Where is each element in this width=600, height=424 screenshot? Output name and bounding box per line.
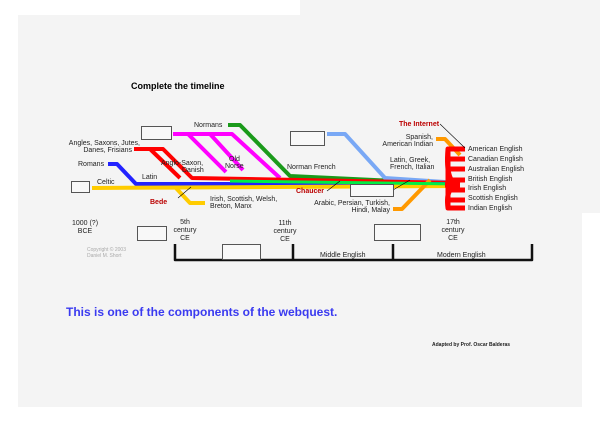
time-line: 1000 (?) — [71, 220, 99, 227]
label-bede: Bede — [150, 199, 168, 206]
webquest-note: This is one of the components of the web… — [66, 305, 338, 319]
internet-pointer — [439, 123, 466, 149]
label-norman-french: Norman French — [287, 164, 336, 171]
blank-box[interactable] — [137, 226, 167, 241]
label-breton: Breton, Manx — [210, 203, 252, 210]
box-pointer — [392, 179, 411, 191]
label-angles: Angles, Saxons, Jutes, — [68, 140, 140, 147]
anglo-saxon-line — [134, 147, 461, 185]
time-line: 11th — [278, 220, 292, 227]
label-celtic: Celtic — [97, 179, 115, 186]
label-irish: Irish, Scottish, Welsh, — [210, 196, 278, 203]
period-modern-english: Modern English — [437, 252, 486, 259]
bede-pointer — [177, 186, 192, 199]
copyright-line: Daniel M. Short — [87, 253, 122, 259]
time-1000bce: 1000 (?)BCE — [68, 220, 102, 236]
label-anglo-saxon: Anglo-Saxon, — [161, 160, 204, 167]
diagram-title: Complete the timeline — [131, 81, 225, 91]
norse-line — [173, 132, 282, 180]
time-line: century — [441, 227, 465, 234]
label-normans: Normans — [194, 122, 223, 129]
romans-line — [108, 162, 460, 186]
label-norse: Norse — [225, 163, 244, 170]
label-spanish: Spanish, — [405, 134, 433, 141]
label-arabic: Arabic, Persian, Turkish, — [314, 200, 390, 207]
label-danish: Danish — [182, 167, 204, 174]
merged-trunk — [229, 179, 461, 186]
blank-box[interactable] — [71, 181, 90, 193]
time-line: 17th — [446, 219, 460, 226]
english-variety: Canadian English — [468, 156, 523, 163]
blank-box[interactable] — [141, 126, 172, 140]
period-middle-english: Middle English — [320, 252, 366, 259]
arabic-line — [393, 178, 432, 211]
label-american-indian: American Indian — [382, 141, 433, 148]
label-romans: Romans — [78, 161, 105, 168]
adapted-credit: Adapted by Prof. Oscar Balderas — [432, 342, 511, 348]
label-danes: Danes, Frisians — [83, 147, 132, 154]
time-line: 5th — [180, 219, 190, 226]
label-hindi: Hindi, Malay — [351, 207, 390, 214]
time-line: century — [273, 228, 297, 235]
blank-box[interactable] — [290, 131, 325, 146]
copyright-line: Copyright © 2003 — [87, 247, 126, 253]
time-line: BCE — [77, 228, 93, 235]
english-variety: Scottish English — [468, 195, 518, 202]
label-latin-greek: Latin, Greek, — [390, 157, 431, 164]
label-old: Old — [229, 156, 240, 163]
blank-box[interactable] — [222, 244, 261, 260]
english-variety: British English — [468, 176, 513, 183]
english-variety: Indian English — [468, 205, 512, 212]
label-latin: Latin — [142, 174, 158, 181]
english-variety: Irish English — [468, 185, 507, 192]
period-bar — [173, 244, 534, 262]
blank-box[interactable] — [350, 184, 394, 197]
label-chaucer: Chaucer — [296, 188, 325, 195]
label-internet: The Internet — [399, 121, 440, 128]
label-french-italian: French, Italian — [390, 164, 435, 171]
english-variety: Australian English — [468, 166, 525, 173]
english-branches — [445, 146, 465, 211]
chaucer-pointer — [326, 180, 341, 192]
time-line: CE — [280, 236, 290, 243]
english-variety: American English — [468, 146, 523, 153]
time-line: CE — [448, 235, 458, 242]
blank-box[interactable] — [374, 224, 421, 241]
time-line: CE — [180, 235, 190, 242]
time-line: century — [173, 227, 197, 234]
